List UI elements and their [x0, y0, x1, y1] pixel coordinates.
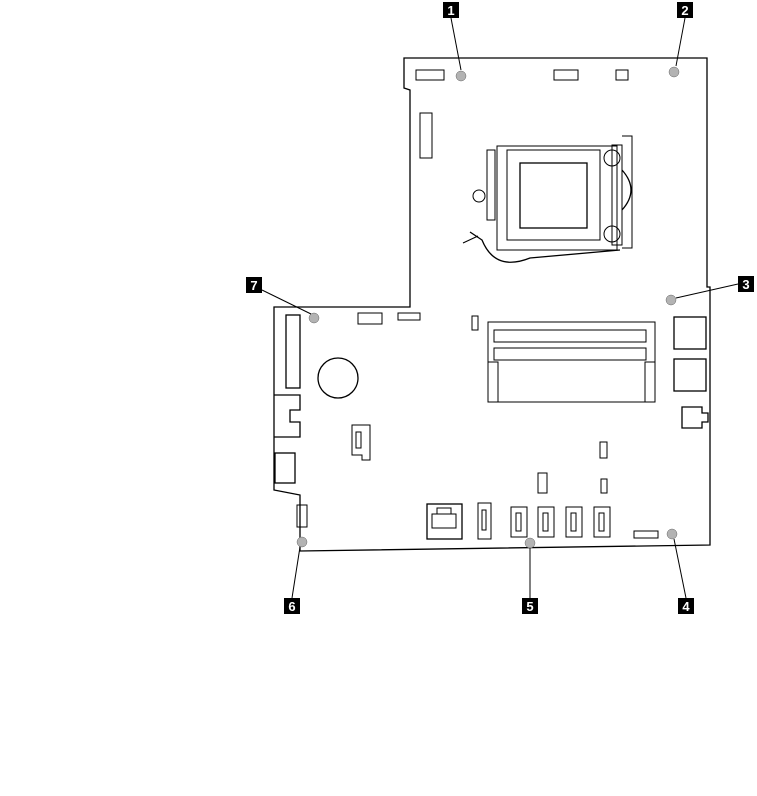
left-lower-connector — [275, 453, 295, 483]
svg-text:2: 2 — [681, 3, 688, 18]
screw-hole-icon — [525, 538, 535, 548]
connector-f — [601, 479, 607, 493]
leader-lines — [262, 18, 738, 598]
svg-text:6: 6 — [288, 599, 295, 614]
left-vertical-header — [420, 113, 432, 158]
left-tall-header — [286, 315, 300, 388]
rear-io-2 — [674, 359, 706, 391]
bottom-connectors — [478, 503, 658, 539]
connector-a — [358, 313, 382, 324]
connector-b — [398, 313, 420, 320]
left-bracket — [274, 395, 300, 437]
callout-6: 6 — [284, 598, 300, 614]
screw-hole-icon — [669, 67, 679, 77]
connector-e — [538, 473, 547, 493]
left-small-connector — [297, 505, 307, 527]
callout-1: 1 — [443, 2, 459, 18]
top-connector-1 — [416, 70, 444, 80]
callout-5: 5 — [522, 598, 538, 614]
motherboard-outline — [274, 58, 710, 551]
callout-3: 3 — [738, 276, 754, 292]
top-connector-3 — [616, 70, 628, 80]
callout-7: 7 — [246, 277, 262, 293]
rear-io-1 — [674, 317, 706, 349]
audio-jack — [682, 407, 708, 428]
callout-2: 2 — [677, 2, 693, 18]
svg-text:3: 3 — [742, 277, 749, 292]
ethernet-port — [427, 504, 462, 539]
screw-hole-icon — [456, 71, 466, 81]
screw-hole-icon — [667, 529, 677, 539]
svg-text:7: 7 — [250, 278, 257, 293]
memory-slot — [488, 322, 655, 402]
screw-hole-icon — [309, 313, 319, 323]
cpu-socket — [463, 136, 632, 262]
top-connector-2 — [554, 70, 578, 80]
svg-text:5: 5 — [526, 599, 533, 614]
screw-hole-icon — [297, 537, 307, 547]
connector-d — [600, 442, 607, 458]
callout-4: 4 — [678, 598, 694, 614]
svg-text:4: 4 — [682, 599, 690, 614]
coin-cell-battery-icon — [318, 358, 358, 398]
svg-text:1: 1 — [447, 3, 454, 18]
connector-c — [472, 316, 478, 330]
screw-hole-icon — [666, 295, 676, 305]
